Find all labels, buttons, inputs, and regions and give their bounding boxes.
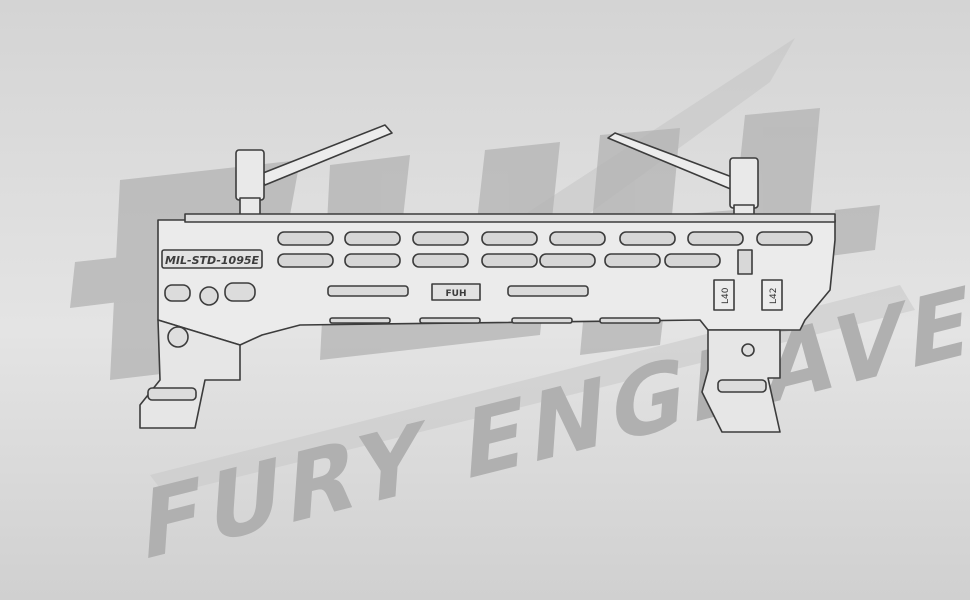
- mlok-slots: [327, 285, 661, 324]
- right-base-fixture: [701, 329, 781, 433]
- left-base-fixture: [139, 319, 241, 429]
- handguard-illustration: [139, 124, 836, 433]
- mark-block-1: [713, 279, 735, 311]
- mount-hole: [199, 286, 219, 306]
- mark-l42: L42: [769, 288, 779, 304]
- center-logo-plate: [431, 283, 481, 301]
- top-rail: [184, 213, 836, 223]
- mark-l40: L40: [721, 287, 731, 304]
- center-logo-text: FUH: [446, 289, 467, 299]
- upper-slot-row: [277, 231, 813, 246]
- stamp-plate: [161, 249, 263, 269]
- left-clamp-lever: [235, 124, 393, 224]
- stamp-text: MIL-STD-1095E: [165, 254, 260, 267]
- lower-slot-row: [277, 253, 721, 268]
- mark-block-2: [761, 279, 783, 311]
- right-clamp-lever: [607, 132, 759, 231]
